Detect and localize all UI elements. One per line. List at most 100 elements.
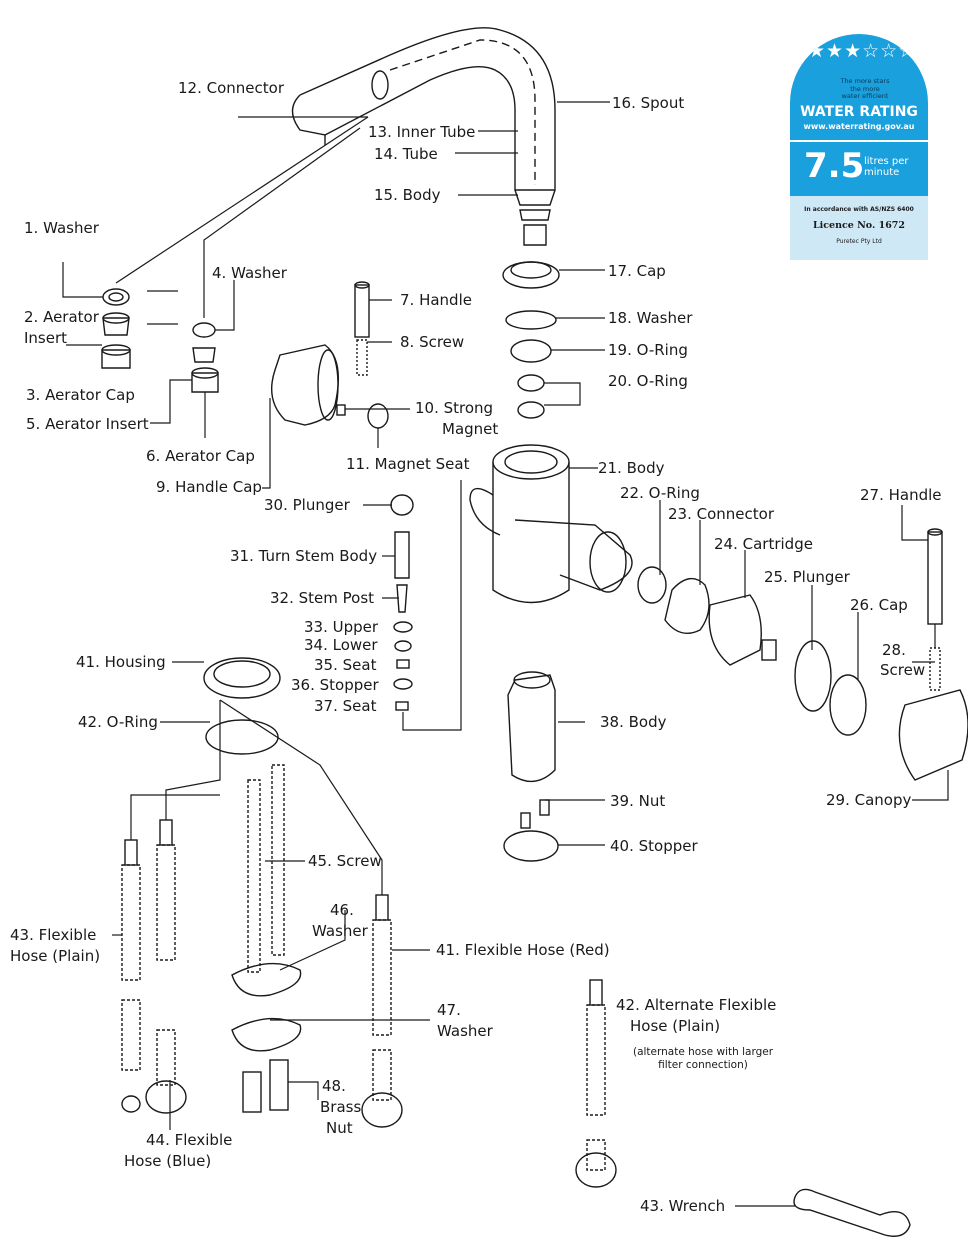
badge-efficiency-note: The more stars the more water efficient xyxy=(840,77,890,100)
label-o-ring-42: 42. O-Ring xyxy=(78,713,158,731)
label-body-38: 38. Body xyxy=(600,713,667,731)
washer-47 xyxy=(231,1017,302,1052)
label-alternate-hose-note: (alternate hose with larger filter conne… xyxy=(632,1046,774,1071)
lower-34 xyxy=(394,640,412,652)
label-upper-33: 33. Upper xyxy=(304,618,379,636)
label-turn-stem-body-31: 31. Turn Stem Body xyxy=(230,547,378,565)
plunger-25 xyxy=(794,640,832,712)
flexible-hose-blue-44 xyxy=(156,844,176,961)
stopper-40 xyxy=(503,830,559,862)
badge-rate-value: 7.5 xyxy=(804,146,865,186)
label-alternate-hose-42-line2: Hose (Plain) xyxy=(630,1017,721,1035)
aerator-insert-2 xyxy=(102,317,130,336)
label-stem-post-32: 32. Stem Post xyxy=(270,589,375,607)
label-seat-37: 37. Seat xyxy=(314,697,377,715)
label-brass-nut-48-line3: Nut xyxy=(326,1119,353,1137)
badge-top-band: ★★★☆☆☆ The more stars the more water eff… xyxy=(790,34,928,140)
label-inner-tube-13: 13. Inner Tube xyxy=(368,123,476,141)
body-38 xyxy=(507,674,556,783)
cap-26 xyxy=(829,674,867,736)
plunger-30 xyxy=(390,494,414,516)
seat-35 xyxy=(396,659,410,669)
label-washer-46-line2: Washer xyxy=(312,922,368,940)
wrench-43 xyxy=(793,1188,911,1237)
label-connector-23: 23. Connector xyxy=(668,505,774,523)
aerator-cap-3 xyxy=(101,349,131,369)
label-aerator-cap-3: 3. Aerator Cap xyxy=(26,386,135,404)
washer-18 xyxy=(505,310,557,330)
label-washer-47-line2: Washer xyxy=(437,1022,493,1040)
label-body-21: 21. Body xyxy=(598,459,665,477)
screw-8 xyxy=(356,339,368,376)
washer-4 xyxy=(192,322,216,338)
badge-standard: In accordance with AS/NZS 6400 xyxy=(804,206,914,213)
label-tube-14: 14. Tube xyxy=(374,145,438,163)
label-screw-28-line1: 28. xyxy=(882,641,906,659)
label-washer-18: 18. Washer xyxy=(608,309,693,327)
spout-part xyxy=(291,27,556,246)
screw-45b xyxy=(271,764,285,956)
flexible-hose-plain-43 xyxy=(121,864,141,981)
label-housing-41: 41. Housing xyxy=(76,653,166,671)
label-cap-26: 26. Cap xyxy=(850,596,908,614)
label-stopper-40: 40. Stopper xyxy=(610,837,698,855)
label-aerator-insert-2-line2: Insert xyxy=(24,329,68,347)
label-o-ring-22: 22. O-Ring xyxy=(620,484,700,502)
label-connector-12: 12. Connector xyxy=(178,79,284,97)
brass-nut-48a xyxy=(242,1071,262,1113)
washer-46 xyxy=(231,962,302,997)
label-o-ring-20: 20. O-Ring xyxy=(608,372,688,390)
label-spout-16: 16. Spout xyxy=(612,94,685,112)
body-21 xyxy=(469,444,633,604)
nut-39a xyxy=(539,799,550,816)
label-body-15: 15. Body xyxy=(374,186,441,204)
housing-41 xyxy=(203,657,281,699)
label-alternate-hose-42-line1: 42. Alternate Flexible xyxy=(616,996,777,1014)
stopper-36 xyxy=(393,678,413,690)
label-lower-34: 34. Lower xyxy=(304,636,378,654)
label-nut-39: 39. Nut xyxy=(610,792,666,810)
label-washer-46-line1: 46. xyxy=(330,901,354,919)
o-ring-19 xyxy=(510,339,552,363)
label-o-ring-19: 19. O-Ring xyxy=(608,341,688,359)
badge-licence: Licence No. 1672 xyxy=(812,220,906,231)
label-handle-7: 7. Handle xyxy=(400,291,472,309)
label-cartridge-24: 24. Cartridge xyxy=(714,535,813,553)
label-handle-27: 27. Handle xyxy=(860,486,942,504)
turn-stem-body-31 xyxy=(394,531,410,579)
label-canopy-29: 29. Canopy xyxy=(826,791,912,809)
magnet-seat-11 xyxy=(367,403,389,429)
label-wrench-43: 43. Wrench xyxy=(640,1197,726,1215)
badge-licence-band: In accordance with AS/NZS 6400 Licence N… xyxy=(790,196,928,260)
screw-45a xyxy=(247,779,261,973)
label-stopper-36: 36. Stopper xyxy=(291,676,379,694)
label-cap-17: 17. Cap xyxy=(608,262,666,280)
label-strong-magnet-10-line2: Magnet xyxy=(442,420,499,438)
o-ring-42 xyxy=(205,719,279,755)
label-flexible-hose-plain-43-line1: 43. Flexible xyxy=(10,926,97,944)
o-ring-20a xyxy=(517,374,545,392)
label-aerator-cap-6: 6. Aerator Cap xyxy=(146,447,255,465)
handle-27 xyxy=(927,531,943,625)
label-seat-35: 35. Seat xyxy=(314,656,377,674)
label-screw-45: 45. Screw xyxy=(308,852,382,870)
label-flexible-hose-red-41: 41. Flexible Hose (Red) xyxy=(436,941,610,959)
label-washer-47-line1: 47. xyxy=(437,1001,461,1019)
upper-33 xyxy=(393,621,413,633)
badge-company: Puretec Pty Ltd xyxy=(836,238,882,245)
label-aerator-insert-5: 5. Aerator Insert xyxy=(26,415,149,433)
screw-28 xyxy=(929,647,941,691)
brass-nut-48b xyxy=(269,1059,289,1111)
handle-cap-9 xyxy=(271,344,340,426)
label-brass-nut-48-line2: Brass xyxy=(320,1098,362,1116)
cartridge-24 xyxy=(708,594,762,666)
washer-1 xyxy=(102,288,130,306)
strong-magnet-10 xyxy=(336,404,346,416)
aerator-cap-6 xyxy=(191,372,219,393)
badge-rate-band: 7.5 litres per minute xyxy=(790,140,928,198)
label-flexible-hose-plain-43-line2: Hose (Plain) xyxy=(10,947,101,965)
connector-23 xyxy=(664,577,710,634)
label-magnet-seat-11: 11. Magnet Seat xyxy=(346,455,470,473)
label-brass-nut-48-line1: 48. xyxy=(322,1077,346,1095)
